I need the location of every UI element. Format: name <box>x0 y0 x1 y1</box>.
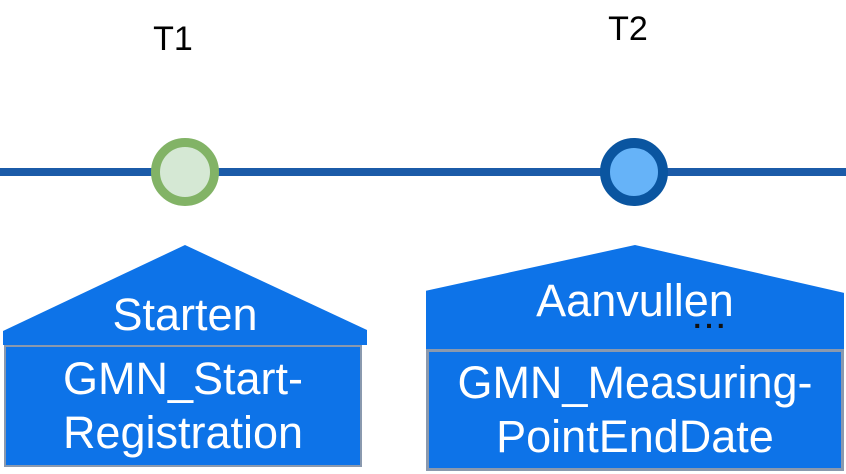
callout-t2-message-box: GMN_Measuring- PointEndDate <box>426 349 844 471</box>
t2-marker-circle <box>600 138 668 206</box>
callout-t2-message-line2: PointEndDate <box>496 411 774 462</box>
callout-t2-message-line1: GMN_Measuring- <box>457 357 813 408</box>
callout-t1-roof: Starten <box>3 245 367 345</box>
callout-t1-message-line2: Registration <box>62 407 304 458</box>
timepoint-t1-label: T1 <box>153 20 193 58</box>
callout-t2-roof: Aanvullen ... <box>426 245 844 349</box>
callout-t2-action-label: Aanvullen <box>536 275 734 326</box>
callout-t1-action-label: Starten <box>112 289 258 340</box>
callout-t1-message-line1: GMN_Start- <box>62 353 304 404</box>
timeline-bar <box>0 168 846 176</box>
ellipsis-dots: ... <box>693 303 729 334</box>
timepoint-t2-label: T2 <box>608 10 648 48</box>
t1-marker-circle <box>151 138 219 206</box>
callout-t1-message-box: GMN_Start- Registration <box>4 345 362 467</box>
